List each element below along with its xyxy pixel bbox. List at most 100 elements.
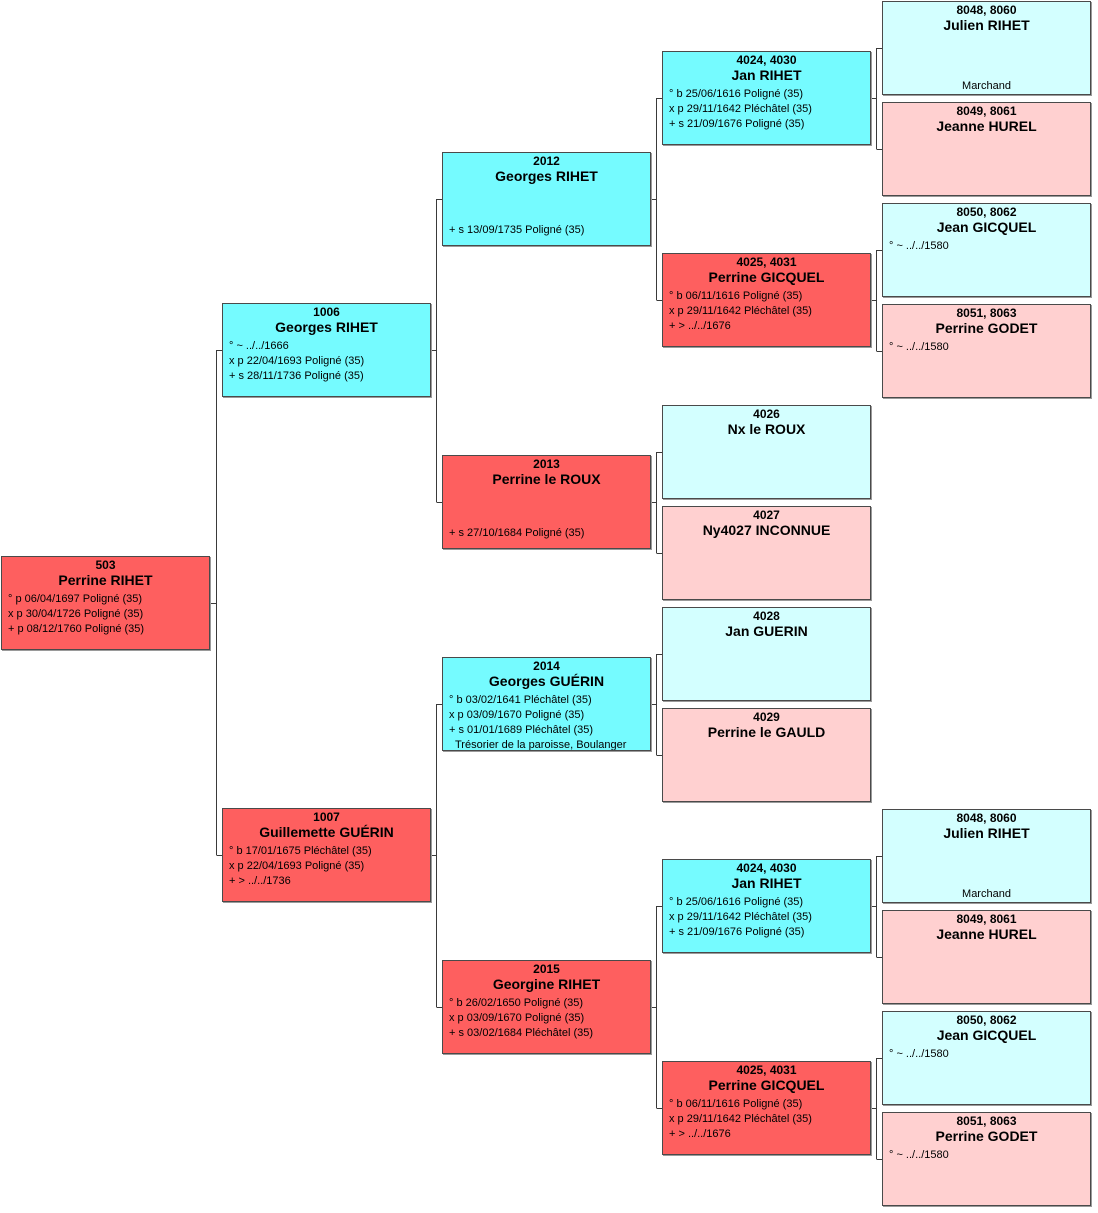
person-name: Perrine GICQUEL [708, 1077, 825, 1093]
connector-line [651, 98, 662, 301]
sosa-number: 4025, 4031 [736, 255, 797, 269]
connector-line [210, 350, 222, 856]
person-box-2015[interactable]: 2015 Georgine RIHET ° b 26/02/1650 Polig… [442, 960, 651, 1054]
person-box-4030[interactable]: 4024, 4030 Jan RIHET ° b 25/06/1616 Poli… [662, 859, 871, 953]
person-name: Georges GUÉRIN [488, 673, 605, 689]
person-box-8049[interactable]: 8049, 8061 Jeanne HUREL [882, 102, 1091, 196]
person-name: Jeanne HUREL [936, 926, 1037, 942]
connector-line [651, 906, 662, 1109]
connector-line [871, 250, 882, 352]
sosa-number: 4029 [753, 710, 780, 724]
sosa-number: 4024, 4030 [736, 861, 797, 875]
person-box-8048[interactable]: 8048, 8060 Julien RIHET Marchand [882, 1, 1091, 95]
birth-event: ° b 26/02/1650 Poligné (35) [449, 997, 584, 1009]
sosa-number: 4025, 4031 [736, 1063, 797, 1077]
person-box-1006[interactable]: 1006 Georges RIHET ° ~ ../../1666 x p 22… [222, 303, 431, 397]
birth-event: ° b 06/11/1616 Poligné (35) [669, 290, 803, 302]
sosa-number: 4028 [753, 609, 780, 623]
birth-event: ° ~ ../../1580 [889, 1149, 949, 1161]
person-box-8062[interactable]: 8050, 8062 Jean GICQUEL ° ~ ../../1580 [882, 1011, 1091, 1105]
death-event: + s 27/10/1684 Poligné (35) [449, 527, 585, 539]
connector-line [871, 856, 882, 958]
person-box-8060[interactable]: 8048, 8060 Julien RIHET Marchand [882, 809, 1091, 903]
sosa-number: 4026 [753, 407, 780, 421]
birth-event: ° b 06/11/1616 Poligné (35) [669, 1098, 803, 1110]
death-event: + s 21/09/1676 Poligné (35) [669, 118, 805, 130]
sosa-number: 4027 [753, 508, 780, 522]
death-event: + s 21/09/1676 Poligné (35) [669, 926, 805, 938]
sosa-number: 8051, 8063 [956, 1114, 1017, 1128]
person-box-4028[interactable]: 4028 Jan GUERIN [662, 607, 871, 701]
person-box-2012[interactable]: 2012 Georges RIHET + s 13/09/1735 Polign… [442, 152, 651, 246]
sosa-number: 4024, 4030 [736, 53, 797, 67]
person-name: Jan RIHET [731, 875, 802, 891]
connector-line [651, 654, 662, 756]
marriage-event: x p 29/11/1642 Pléchâtel (35) [669, 911, 812, 923]
birth-event: ° b 03/02/1641 Pléchâtel (35) [449, 694, 592, 706]
person-name: Jan RIHET [731, 67, 802, 83]
person-box-4027[interactable]: 4027 Ny4027 INCONNUE [662, 506, 871, 600]
sosa-number: 503 [95, 558, 116, 572]
death-event: + p 08/12/1760 Poligné (35) [8, 623, 145, 635]
occupation: Marchand [962, 80, 1011, 92]
occupation: Marchand [962, 888, 1011, 900]
parent-bracket [651, 654, 662, 756]
sosa-number: 1007 [313, 810, 340, 824]
person-name: Perrine GICQUEL [708, 269, 825, 285]
sosa-number: 2012 [533, 154, 560, 168]
sosa-number: 2014 [533, 659, 560, 673]
person-box-8050[interactable]: 8050, 8062 Jean GICQUEL ° ~ ../../1580 [882, 203, 1091, 297]
birth-event: ° ~ ../../1666 [229, 340, 289, 352]
person-name: Jan GUERIN [725, 623, 808, 639]
birth-event: ° ~ ../../1580 [889, 240, 949, 252]
person-box-8063[interactable]: 8051, 8063 Perrine GODET ° ~ ../../1580 [882, 1112, 1091, 1206]
person-name: Nx le ROUX [727, 421, 806, 437]
parent-bracket [871, 1058, 882, 1160]
person-name: Perrine RIHET [58, 572, 153, 588]
occupation: Trésorier de la paroisse, Boulanger [455, 739, 627, 751]
person-box-2013[interactable]: 2013 Perrine le ROUX + s 27/10/1684 Poli… [442, 455, 651, 549]
person-box-4024[interactable]: 4024, 4030 Jan RIHET ° b 25/06/1616 Poli… [662, 51, 871, 145]
connector-line [431, 704, 442, 1008]
person-box-2014[interactable]: 2014 Georges GUÉRIN ° b 03/02/1641 Pléch… [442, 657, 651, 751]
death-event: + s 01/01/1689 Pléchâtel (35) [449, 724, 594, 736]
birth-event: ° ~ ../../1580 [889, 1048, 949, 1060]
birth-event: ° b 25/06/1616 Poligné (35) [669, 88, 804, 100]
parent-bracket [871, 250, 882, 352]
person-name: Jean GICQUEL [936, 219, 1037, 235]
person-name: Perrine le ROUX [492, 471, 601, 487]
parent-bracket [651, 906, 662, 1109]
death-event: + s 13/09/1735 Poligné (35) [449, 224, 585, 236]
person-box-8061[interactable]: 8049, 8061 Jeanne HUREL [882, 910, 1091, 1004]
person-box-4031[interactable]: 4025, 4031 Perrine GICQUEL ° b 06/11/161… [662, 1061, 871, 1155]
marriage-event: x p 22/04/1693 Poligné (35) [229, 860, 365, 872]
person-name: Ny4027 INCONNUE [702, 522, 831, 538]
person-name: Perrine GODET [935, 320, 1038, 336]
person-box-4025[interactable]: 4025, 4031 Perrine GICQUEL ° b 06/11/161… [662, 253, 871, 347]
person-name: Guillemette GUÉRIN [259, 824, 394, 840]
birth-event: ° p 06/04/1697 Poligné (35) [8, 593, 143, 605]
person-name: Georges RIHET [275, 319, 378, 335]
person-name: Julien RIHET [943, 825, 1030, 841]
parent-bracket [651, 98, 662, 301]
person-box-1007[interactable]: 1007 Guillemette GUÉRIN ° b 17/01/1675 P… [222, 808, 431, 902]
death-event: + > ../../1676 [669, 1128, 731, 1140]
connector-line [871, 48, 882, 150]
person-box-503[interactable]: 503 Perrine RIHET ° p 06/04/1697 Poligné… [1, 556, 210, 650]
parent-bracket [871, 48, 882, 150]
marriage-event: x p 22/04/1693 Poligné (35) [229, 355, 365, 367]
parent-bracket [431, 704, 442, 1008]
person-name: Perrine GODET [935, 1128, 1038, 1144]
sosa-number: 8050, 8062 [956, 205, 1017, 219]
marriage-event: x p 03/09/1670 Poligné (35) [449, 1012, 585, 1024]
marriage-event: x p 29/11/1642 Pléchâtel (35) [669, 305, 812, 317]
sosa-number: 8049, 8061 [956, 104, 1017, 118]
person-box-8051[interactable]: 8051, 8063 Perrine GODET ° ~ ../../1580 [882, 304, 1091, 398]
sosa-number: 8050, 8062 [956, 1013, 1017, 1027]
person-name: Georges RIHET [495, 168, 598, 184]
person-box-4029[interactable]: 4029 Perrine le GAULD [662, 708, 871, 802]
person-name: Jeanne HUREL [936, 118, 1037, 134]
connector-line [651, 452, 662, 554]
person-box-4026[interactable]: 4026 Nx le ROUX [662, 405, 871, 499]
